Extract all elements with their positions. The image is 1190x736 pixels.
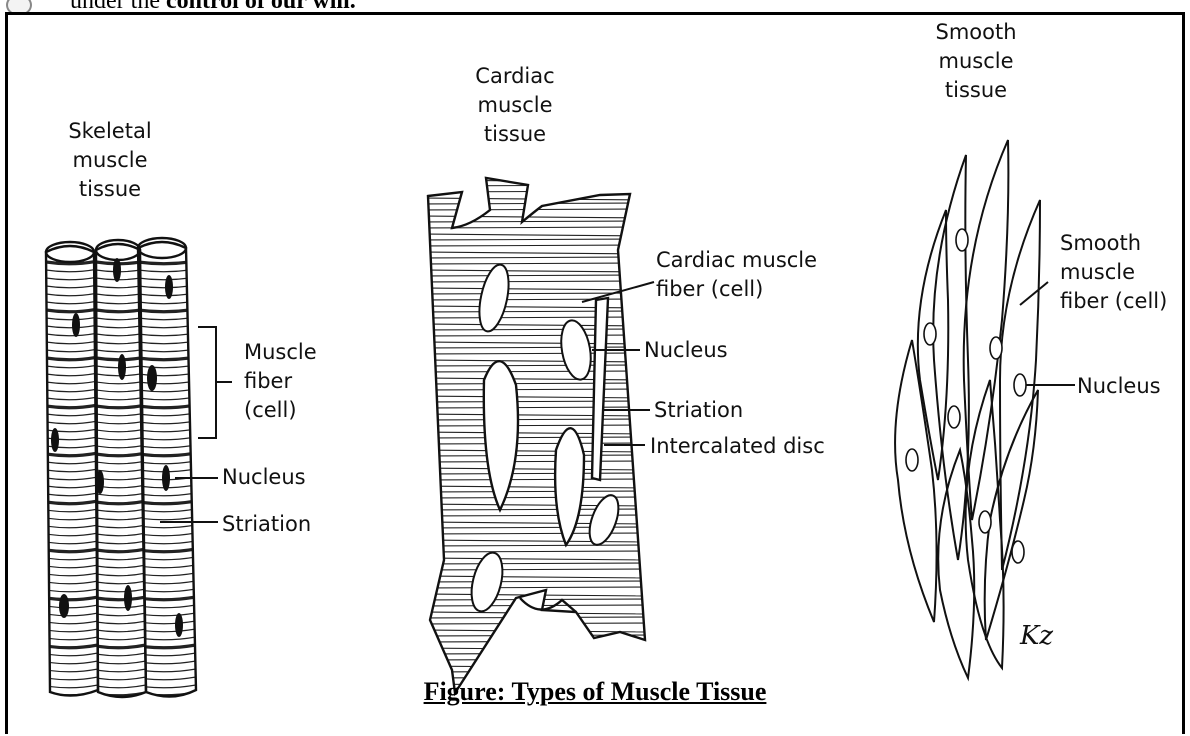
- skeletal-tissue-title: Skeletal muscle tissue: [50, 117, 170, 204]
- skeletal-nucleus-label: Nucleus: [222, 463, 306, 492]
- smooth-muscle-drawing: [895, 140, 1075, 678]
- artist-signature: Kz: [1020, 622, 1053, 651]
- cardiac-muscle-drawing: [420, 178, 654, 696]
- cardiac-tissue-title: Cardiac muscle tissue: [455, 62, 575, 149]
- skeletal-muscle-drawing: [46, 238, 232, 697]
- cardiac-fiber-label: Cardiac muscle fiber (cell): [656, 246, 817, 304]
- muscle-fiber-label: Muscle fiber (cell): [244, 338, 317, 425]
- smooth-fibers: [895, 140, 1040, 678]
- smooth-tissue-title: Smooth muscle tissue: [916, 18, 1036, 105]
- cardiac-nucleus-label: Nucleus: [644, 336, 728, 365]
- skeletal-striation-label: Striation: [222, 510, 311, 539]
- skeletal-fiber-outlines: [46, 238, 196, 697]
- smooth-fiber-label: Smooth muscle fiber (cell): [1060, 229, 1167, 316]
- muscle-fiber-bracket: [160, 327, 232, 522]
- cardiac-outline: [428, 178, 645, 693]
- smooth-nucleus-label: Nucleus: [1077, 372, 1161, 401]
- intercalated-disc-label: Intercalated disc: [650, 432, 825, 461]
- cardiac-striation-label: Striation: [654, 396, 743, 425]
- figure-caption: Figure: Types of Muscle Tissue: [0, 677, 1190, 707]
